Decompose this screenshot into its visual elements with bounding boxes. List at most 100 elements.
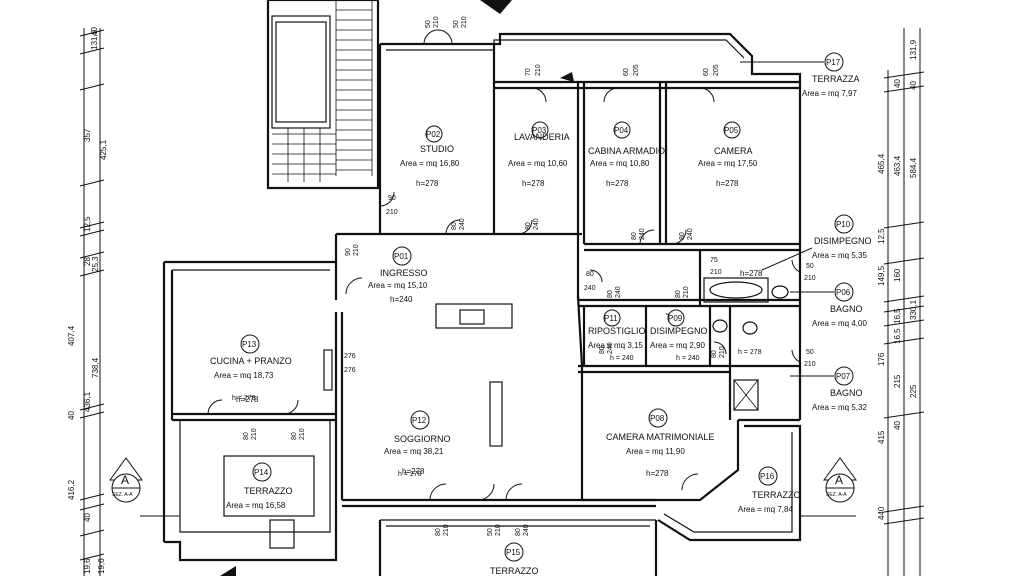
room-name-ingresso: INGRESSO: [380, 268, 428, 278]
door-label-3: 50: [453, 20, 460, 28]
dim-right-1: 131,9: [909, 39, 918, 60]
room-area-cabina-armadio: Area = mq 10,80: [590, 159, 650, 168]
doors: [207, 29, 801, 501]
dim-left-4: 425,1: [99, 139, 108, 160]
room-area-bagno: Area = mq 4,00: [812, 319, 867, 328]
door-label-14: 240: [459, 218, 466, 230]
dim-left-3: 357: [83, 128, 92, 142]
height-label-1: h = 240: [610, 355, 634, 362]
room-name-soggiorno: SOGGIORNO: [394, 434, 451, 444]
door-label-40: 210: [299, 428, 306, 440]
door-label-28: 240: [584, 285, 596, 292]
height-label-2: h = 240: [676, 355, 700, 362]
room-area-disimpegno-2: Area = mq 2,90: [650, 341, 705, 350]
dim-left-15: 19,6: [97, 558, 106, 574]
dim-right-16: 415: [877, 430, 886, 444]
room-name-terrazzo-2: TERRAZZO: [752, 490, 801, 500]
left-dimension-chain: 131,9 40 357 425,1 12,5 28 25,3 407,4 73…: [67, 27, 108, 576]
door-label-23: 75: [710, 257, 718, 264]
room-code-p15: P15: [506, 548, 521, 557]
door-label-4: 210: [461, 16, 468, 28]
dim-right-13: 16,5: [893, 328, 902, 344]
room-name-disimpegno-2: DISIMPEGNO: [650, 326, 708, 336]
height-label-3: h = 278: [738, 349, 762, 356]
door-label-18: 210: [353, 244, 360, 256]
room-height-disimpegno: h=278: [740, 269, 763, 278]
room-height-camera-matrimoniale: h=278: [646, 469, 669, 478]
height-label-4: h = 278: [232, 395, 256, 402]
room-code-p17: P17: [826, 58, 841, 67]
height-label-5: h = 278: [398, 471, 422, 478]
dim-right-14: 215: [893, 374, 902, 388]
dim-right-2: 40: [893, 79, 902, 88]
door-label-43: 50: [487, 528, 494, 536]
dim-left-1: 131,9: [90, 29, 99, 50]
room-area-terrazzo-2: Area = mq 7,84: [738, 505, 793, 514]
door-label-7: 60: [623, 68, 630, 76]
room-code-p08: P08: [650, 414, 665, 423]
room-height-ingresso: h=240: [390, 295, 413, 304]
door-label-21: 80: [679, 232, 686, 240]
room-code-p05: P05: [724, 126, 739, 135]
dim-right-10: 16,5: [893, 308, 902, 324]
room-area-camera: Area = mq 17,50: [698, 159, 758, 168]
staircase: [266, 0, 380, 190]
cut-arrow-icon: [560, 72, 574, 82]
dim-right-5: 463,4: [893, 155, 902, 176]
dim-left-13: 40: [83, 513, 92, 522]
door-label-22: 240: [687, 228, 694, 240]
room-height-cucina-pranzo: h=278: [236, 395, 259, 404]
door-label-15: 80: [525, 222, 532, 230]
door-label-9: 60: [703, 68, 710, 76]
dim-left-9: 738,4: [91, 357, 100, 378]
dim-left-5: 12,5: [83, 216, 92, 232]
room-name-camera: CAMERA: [714, 146, 753, 156]
room-area-cucina-pranzo: Area = mq 18,73: [214, 371, 274, 380]
door-labels: 50 210 50 210 70 210 60 205 60 205 90 21…: [232, 16, 816, 536]
door-label-10: 205: [713, 64, 720, 76]
dim-right-8: 149,5: [877, 265, 886, 286]
door-label-41: 80: [435, 528, 442, 536]
dim-left-10: 40: [67, 411, 76, 420]
door-label-20: 240: [639, 228, 646, 240]
door-label-36: 276: [344, 367, 356, 374]
section-ref-right: SEZ. A-A: [826, 492, 847, 498]
dim-left-7: 25,3: [91, 256, 100, 272]
room-name-cabina-armadio: CABINA ARMADIO: [588, 146, 665, 156]
door-label-13: 80: [451, 222, 458, 230]
room-area-lavanderia: Area = mq 10,60: [508, 159, 568, 168]
door-label-24: 210: [710, 269, 722, 276]
room-height-cabina-armadio: h=278: [606, 179, 629, 188]
door-label-42: 210: [443, 524, 450, 536]
room-area-bagno-2: Area = mq 5,32: [812, 403, 867, 412]
room-code-p10: P10: [836, 220, 851, 229]
door-label-48: 240: [523, 524, 530, 536]
room-code-p09: P09: [668, 314, 683, 323]
dim-right-12: 330,1: [909, 299, 918, 320]
room-code-p13: P13: [242, 340, 257, 349]
walls: [162, 32, 802, 576]
door-label-8: 205: [633, 64, 640, 76]
room-code-p14: P14: [254, 468, 269, 477]
door-label-16: 240: [533, 218, 540, 230]
door-label-19: 80: [631, 232, 638, 240]
dim-right-4: 465,4: [877, 153, 886, 174]
dim-right-6: 584,4: [909, 157, 918, 178]
dim-right-11: 176: [877, 352, 886, 366]
room-area-terrazza: Area = mq 7,97: [802, 89, 857, 98]
dim-left-12: 416,2: [67, 479, 76, 500]
room-area-disimpegno: Area = mq 5,35: [812, 251, 867, 260]
door-label-34: 210: [719, 346, 726, 358]
room-code-p02: P02: [426, 130, 441, 139]
room-name-bagno: BAGNO: [830, 304, 863, 314]
room-name-studio: STUDIO: [420, 144, 454, 154]
door-label-37: 80: [243, 432, 250, 440]
door-label-2: 210: [433, 16, 440, 28]
door-label-17: 90: [345, 248, 352, 256]
room-name-terrazzo-3: TERRAZZO: [490, 566, 539, 576]
door-label-44: 210: [495, 524, 502, 536]
cut-arrow-icon-bottom: [220, 566, 236, 576]
door-label-49: 80: [599, 346, 606, 354]
door-label-31: 80: [675, 290, 682, 298]
